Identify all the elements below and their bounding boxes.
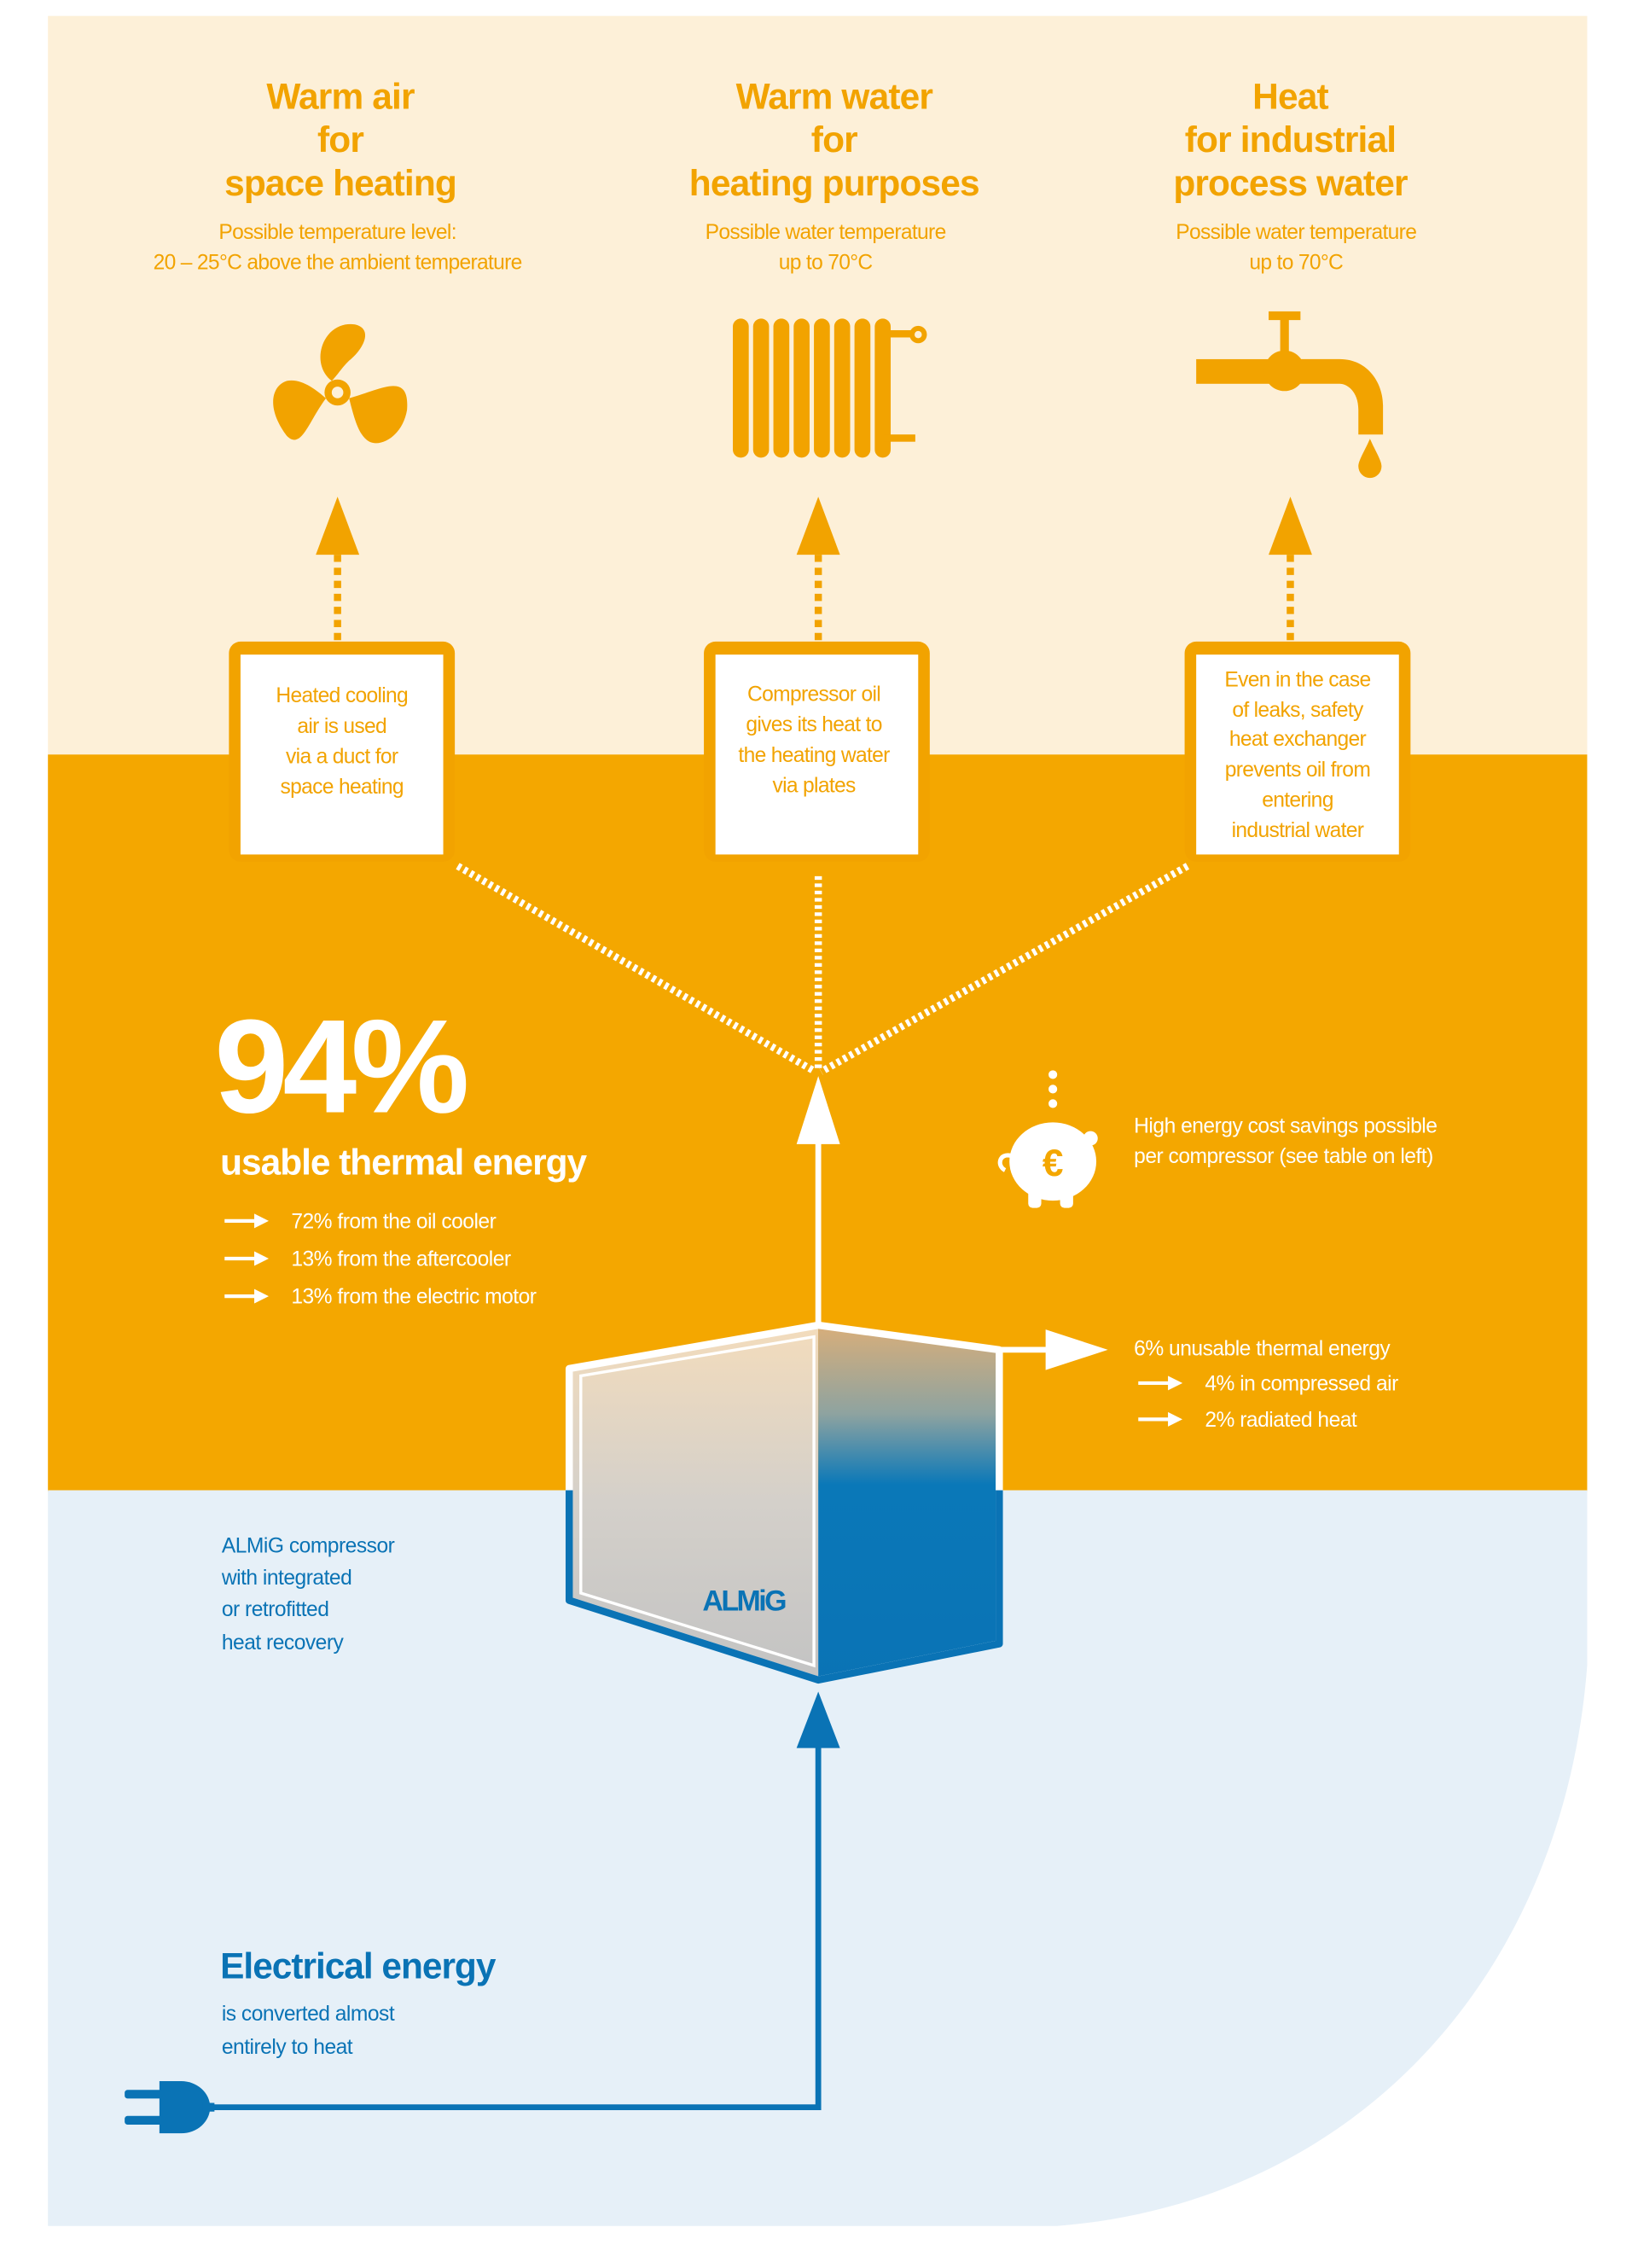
box-text: Even in the case [1224,669,1370,692]
box-text: air is used [297,715,386,738]
savings-text: High energy cost savings possible [1134,1114,1437,1137]
box-text: space heating [281,776,404,799]
breakdown-item: 72% from the oil cooler [291,1210,496,1233]
title-line: heating purposes [689,163,979,203]
almig-logo: ALMiG [702,1585,786,1617]
box-text: Heated cooling [276,684,408,707]
dotted-distribution-lines [456,863,1190,1075]
electrical-text: entirely to heat [222,2036,353,2059]
radiator-icon [733,318,927,458]
compressor-caption: heat recovery [222,1631,345,1654]
title-line: Warm air [266,76,415,116]
breakdown-item: 13% from the aftercooler [291,1247,511,1271]
breakdown-item: 13% from the electric motor [291,1286,536,1309]
compressor-caption: ALMiG compressor [222,1535,395,1558]
unusable-label: 6% unusable thermal energy [1134,1338,1391,1361]
compressor-caption: with integrated [221,1567,351,1590]
box-safety-exchanger: Even in the case of leaks, safety heat e… [1184,641,1411,862]
column-process-water: Heat for industrial process water Possib… [1173,76,1417,275]
compressor-caption: or retrofitted [222,1598,329,1621]
column-warm-water: Warm water for heating purposes Possible… [689,76,980,275]
usable-breakdown: 72% from the oil cooler 13% from the aft… [224,1210,537,1309]
savings-text: per compressor (see table on left) [1134,1145,1433,1168]
subtitle-line: Possible water temperature [706,221,946,244]
subtitle-line: 20 – 25°C above the ambient temperature [154,252,522,275]
title-line: Warm water [736,76,933,116]
electrical-text: is converted almost [222,2003,395,2026]
box-text: heat exchanger [1229,728,1367,751]
subtitle-line: Possible water temperature [1176,221,1416,244]
plug-icon [125,2081,215,2134]
arrow-up-white [796,1076,840,1326]
title-line: for industrial [1185,119,1396,160]
usable-percent: 94% [214,993,466,1142]
arrow-right-unusable [999,1329,1108,1370]
box-compressor-oil: Compressor oil gives its heat to the hea… [704,641,930,862]
title-line: Heat [1252,76,1328,116]
title-line: space heating [224,163,456,203]
box-text: gives its heat to [746,713,881,736]
electric-line [210,1691,840,2110]
box-text: via plates [772,774,856,797]
box-text: of leaks, safety [1232,699,1364,722]
subtitle-line: Possible temperature level: [218,221,456,244]
unusable-item: 2% radiated heat [1205,1409,1357,1432]
box-text: industrial water [1232,819,1364,842]
title-line: process water [1173,163,1408,203]
box-text: the heating water [738,744,890,767]
title-line: for [811,119,857,160]
usable-label: usable thermal energy [220,1143,587,1183]
compressor-unit: ALMiG [565,1321,1003,1684]
box-text: Compressor oil [747,683,880,707]
arrows-up-to-uses [316,497,1312,645]
box-text: via a duct for [286,745,398,768]
box-heated-air: Heated cooling air is used via a duct fo… [229,641,456,862]
box-text: entering [1262,788,1333,811]
piggy-bank-euro-icon: € [997,1070,1098,1208]
tap-icon [1196,311,1384,479]
unusable-item: 4% in compressed air [1205,1372,1398,1395]
fan-icon [273,323,408,444]
svg-text:€: € [1043,1143,1064,1184]
title-line: for [317,119,363,160]
subtitle-line: up to 70°C [779,252,873,275]
box-text: prevents oil from [1225,759,1370,782]
column-warm-air: Warm air for space heating Possible temp… [154,76,523,275]
electrical-title: Electrical energy [220,1946,497,1986]
subtitle-line: up to 70°C [1249,252,1343,275]
